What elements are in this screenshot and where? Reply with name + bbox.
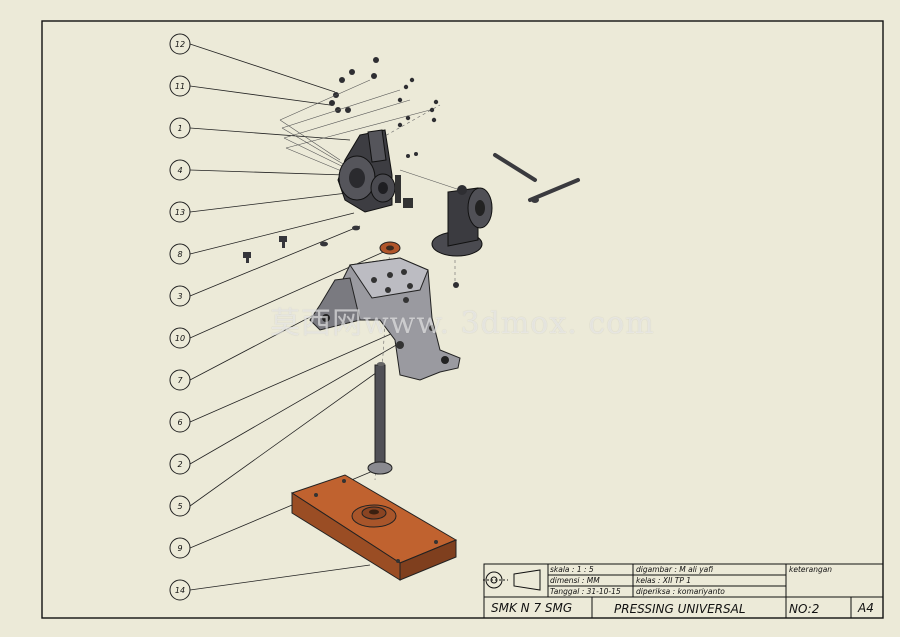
left-housing xyxy=(337,129,413,213)
balloon-label: 1 xyxy=(177,124,182,133)
balloon-circle xyxy=(169,117,191,139)
balloon-label: 4 xyxy=(177,166,182,175)
nut xyxy=(379,241,401,255)
balloon-label: 7 xyxy=(177,376,183,385)
title-block xyxy=(483,563,884,619)
dimensi-field: dimensi : MM xyxy=(550,576,600,585)
leader-line xyxy=(189,43,336,93)
leader-line xyxy=(189,329,401,423)
drawing-number: NO:2 xyxy=(789,602,819,616)
base-plate xyxy=(290,474,458,581)
leader-line xyxy=(189,127,351,141)
leader-line xyxy=(189,85,331,106)
leader-line xyxy=(189,369,381,507)
leader-line xyxy=(189,169,346,176)
paper-size: A4 xyxy=(857,601,874,615)
bracket-body xyxy=(309,257,461,381)
leader-line xyxy=(189,189,373,213)
balloon-circle xyxy=(169,285,191,307)
digambar-field: digambar : M ali yafi xyxy=(636,565,713,574)
keterangan-label: keterangan xyxy=(789,565,832,574)
lead-screw xyxy=(367,362,393,475)
balloon-label: 12 xyxy=(175,40,185,49)
drawing-title: PRESSING UNIVERSAL xyxy=(614,602,746,616)
kelas-field: kelas : XII TP 1 xyxy=(636,576,691,585)
balloon-circle xyxy=(169,579,191,601)
balloon-label: 8 xyxy=(177,250,182,259)
loose-bolts xyxy=(243,225,360,263)
balloon-label: 2 xyxy=(177,460,182,469)
balloon-circle xyxy=(169,201,191,223)
exploded-assembly xyxy=(243,57,580,581)
balloon-label: 14 xyxy=(175,586,185,595)
balloon-label: 13 xyxy=(175,208,185,217)
school-name: SMK N 7 SMG xyxy=(491,601,572,615)
leader-line xyxy=(189,225,361,297)
drawing-border xyxy=(41,20,884,619)
balloon-circle xyxy=(169,159,191,181)
rods xyxy=(493,153,580,203)
balloon-circle xyxy=(169,369,191,391)
balloon-label: 9 xyxy=(177,544,182,553)
balloon-label: 10 xyxy=(175,334,185,343)
balloon-label: 3 xyxy=(177,292,182,301)
balloon-circle xyxy=(169,411,191,433)
right-housing xyxy=(431,185,493,288)
balloon-circle xyxy=(169,75,191,97)
balloon-label: 6 xyxy=(177,418,182,427)
tanggal-field: Tanggal : 31-10-15 xyxy=(550,587,621,596)
balloon-label: 5 xyxy=(177,502,182,511)
balloon-circle xyxy=(169,33,191,55)
leader-line xyxy=(189,212,355,255)
leader-line xyxy=(189,564,371,591)
balloon-circle xyxy=(169,537,191,559)
title-block-text: skala : 1 : 5 dimensi : MM Tanggal : 31-… xyxy=(491,565,874,616)
diperiksa-field: diperiksa : komariyanto xyxy=(636,587,725,596)
balloon-circle xyxy=(169,495,191,517)
balloon-circle xyxy=(169,243,191,265)
balloon-circle xyxy=(169,327,191,349)
balloon-label: 11 xyxy=(175,82,185,91)
skala-field: skala : 1 : 5 xyxy=(550,565,594,574)
balloon-circle xyxy=(169,453,191,475)
leader-line xyxy=(189,339,406,465)
watermark-text: 莫西网www. 3dmox. com xyxy=(270,306,655,341)
